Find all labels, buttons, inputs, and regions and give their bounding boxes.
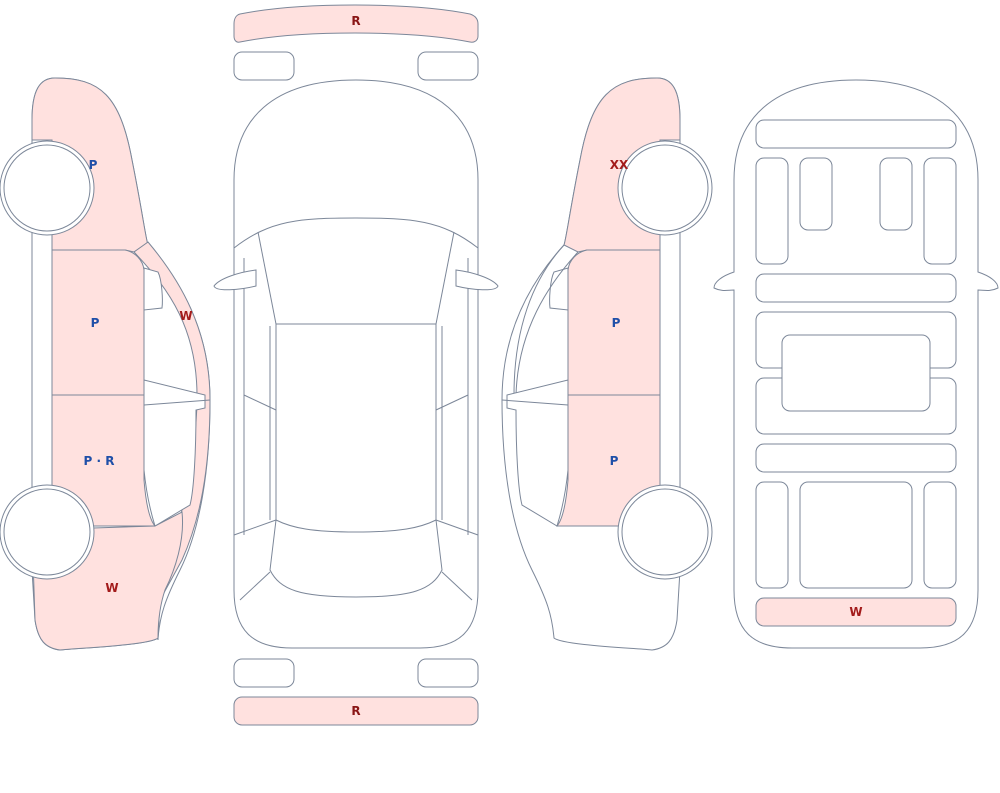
left-side-view: P P P · R W W xyxy=(0,77,211,651)
right-side-beltline xyxy=(501,399,569,406)
right-side-a-pillar xyxy=(513,244,579,396)
underbody-panel-left-rear xyxy=(755,481,789,589)
top-right-pillar xyxy=(435,258,479,536)
left-taillight xyxy=(233,658,295,688)
left-side-window-rear xyxy=(143,379,206,527)
right-headlight xyxy=(417,51,479,81)
rear-bumper[interactable] xyxy=(233,696,479,726)
label-left-rear-door: P · R xyxy=(84,454,115,468)
right-side-view: XX P P xyxy=(501,77,713,651)
right-mirror xyxy=(455,269,499,291)
label-right-front-fender: XX xyxy=(610,158,629,172)
underbody-panel-trunk xyxy=(799,481,913,589)
right-taillight xyxy=(417,658,479,688)
label-right-front-door: P xyxy=(612,316,621,330)
roof[interactable] xyxy=(275,323,437,533)
underbody-panel-rear[interactable] xyxy=(755,597,957,627)
underbody-panel-crossmember xyxy=(755,273,957,303)
label-rear-bumper: R xyxy=(351,704,360,718)
top-trunk-right xyxy=(441,571,473,601)
front-bumper[interactable] xyxy=(233,4,479,43)
left-headlight xyxy=(233,51,295,81)
label-left-front-door: P xyxy=(91,316,100,330)
right-side-window-small xyxy=(549,267,569,311)
top-left-pillar xyxy=(233,258,277,536)
top-trunk-left xyxy=(239,571,271,601)
left-front-door[interactable] xyxy=(51,249,145,396)
left-mirror xyxy=(213,269,257,291)
top-windshield-left xyxy=(257,231,277,325)
label-underbody-rear: W xyxy=(849,605,862,619)
right-rear-wheel-rim xyxy=(621,488,709,576)
underbody-panel-left-front xyxy=(755,157,789,265)
right-front-door[interactable] xyxy=(567,249,661,396)
top-view: R R xyxy=(213,4,499,726)
underbody-panel-front xyxy=(755,119,957,149)
left-side-beltline xyxy=(143,399,211,406)
label-left-rear-quarter: W xyxy=(105,581,118,595)
label-right-rear-door: P xyxy=(610,454,619,468)
top-hood-line xyxy=(233,217,479,249)
label-left-front-fender: P xyxy=(89,158,98,172)
label-left-a-pillar: W xyxy=(179,309,192,323)
left-side-window-small xyxy=(143,267,163,311)
underbody-panel-seat-right xyxy=(879,157,913,231)
top-windshield-right xyxy=(435,231,455,325)
underbody-panel-right-front xyxy=(923,157,957,265)
underbody-panel-right-rear xyxy=(923,481,957,589)
right-side-window-rear xyxy=(506,379,569,527)
label-front-bumper: R xyxy=(351,14,360,28)
underbody-panel-rear-cross xyxy=(755,443,957,473)
underbody-panel-seat-left xyxy=(799,157,833,231)
underbody-view: W xyxy=(713,79,999,649)
left-front-wheel-rim xyxy=(3,144,91,232)
right-front-wheel-rim xyxy=(621,144,709,232)
top-rear-window xyxy=(269,519,443,598)
left-rear-wheel-rim xyxy=(3,488,91,576)
underbody-panel-center xyxy=(781,334,931,412)
